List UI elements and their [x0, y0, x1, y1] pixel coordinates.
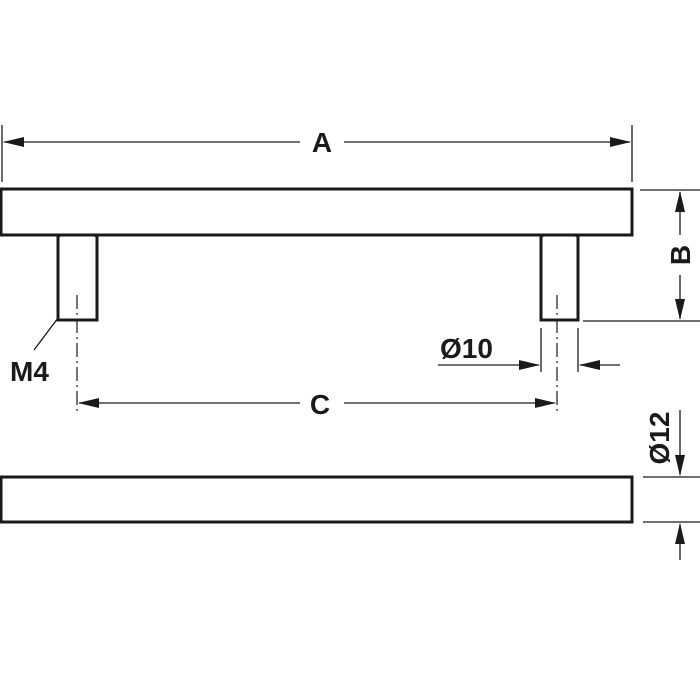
leg-diameter-label: Ø10: [440, 333, 493, 364]
dimension-c-label: C: [310, 389, 330, 420]
thread-callout: M4: [10, 317, 59, 387]
handle-bar: [0, 187, 634, 237]
right-leg: [539, 230, 580, 322]
bar-diameter-label: Ø12: [644, 412, 675, 465]
dimension-c: C: [78, 389, 556, 420]
handle-bar-side-view: [0, 475, 634, 524]
dimension-a-label: A: [312, 127, 332, 158]
dimension-b: B: [583, 189, 700, 322]
thread-label: M4: [10, 356, 49, 387]
dimension-b-label: B: [665, 245, 696, 265]
dimension-bar-diameter: Ø12: [643, 410, 700, 560]
dimension-a: A: [1, 125, 633, 182]
handle-front-view: [0, 187, 634, 412]
dimension-leg-diameter: Ø10: [438, 328, 620, 372]
